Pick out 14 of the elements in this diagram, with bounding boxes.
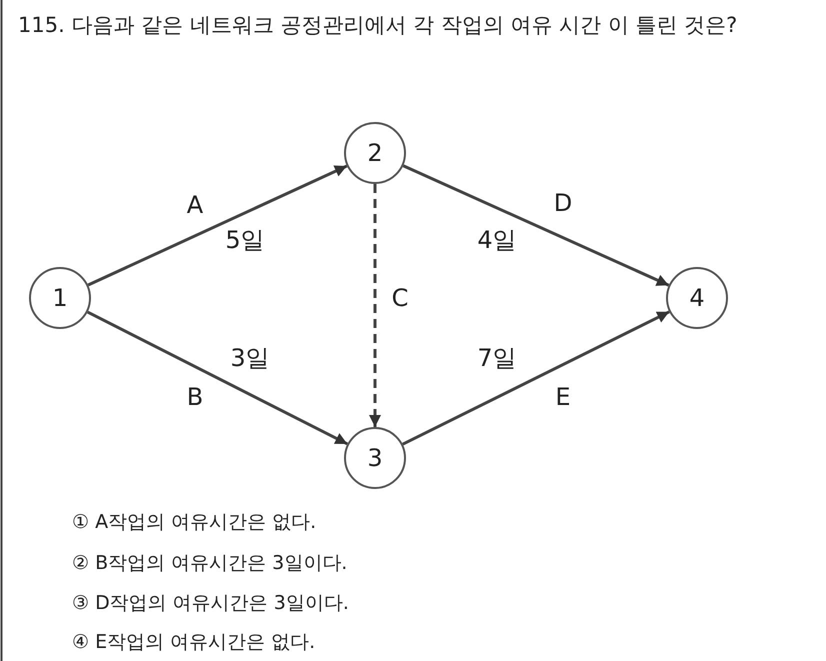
arrow	[402, 310, 670, 446]
arrow	[88, 164, 348, 286]
event-circle: 4	[666, 267, 728, 329]
answer-choice: ② B작업의 여유시간은 3일이다.	[72, 551, 348, 576]
question-text: 115. 다음과 같은 네트워크 공정관리에서 각 작업의 여유 시간 이 틀린 것은?	[18, 12, 738, 39]
answer-choice: ③ D작업의 여유시간은 3일이다.	[72, 591, 349, 616]
event-circle: 2	[344, 122, 406, 184]
arrow	[86, 310, 348, 446]
answer-choice: ④ E작업의 여유시간은 없다.	[72, 630, 316, 655]
answer-choice: ① A작업의 여유시간은 없다.	[72, 510, 316, 535]
event-circle: 1	[29, 267, 91, 329]
arrow	[369, 184, 381, 427]
arrow	[402, 164, 670, 287]
event-circle: 3	[344, 427, 406, 489]
